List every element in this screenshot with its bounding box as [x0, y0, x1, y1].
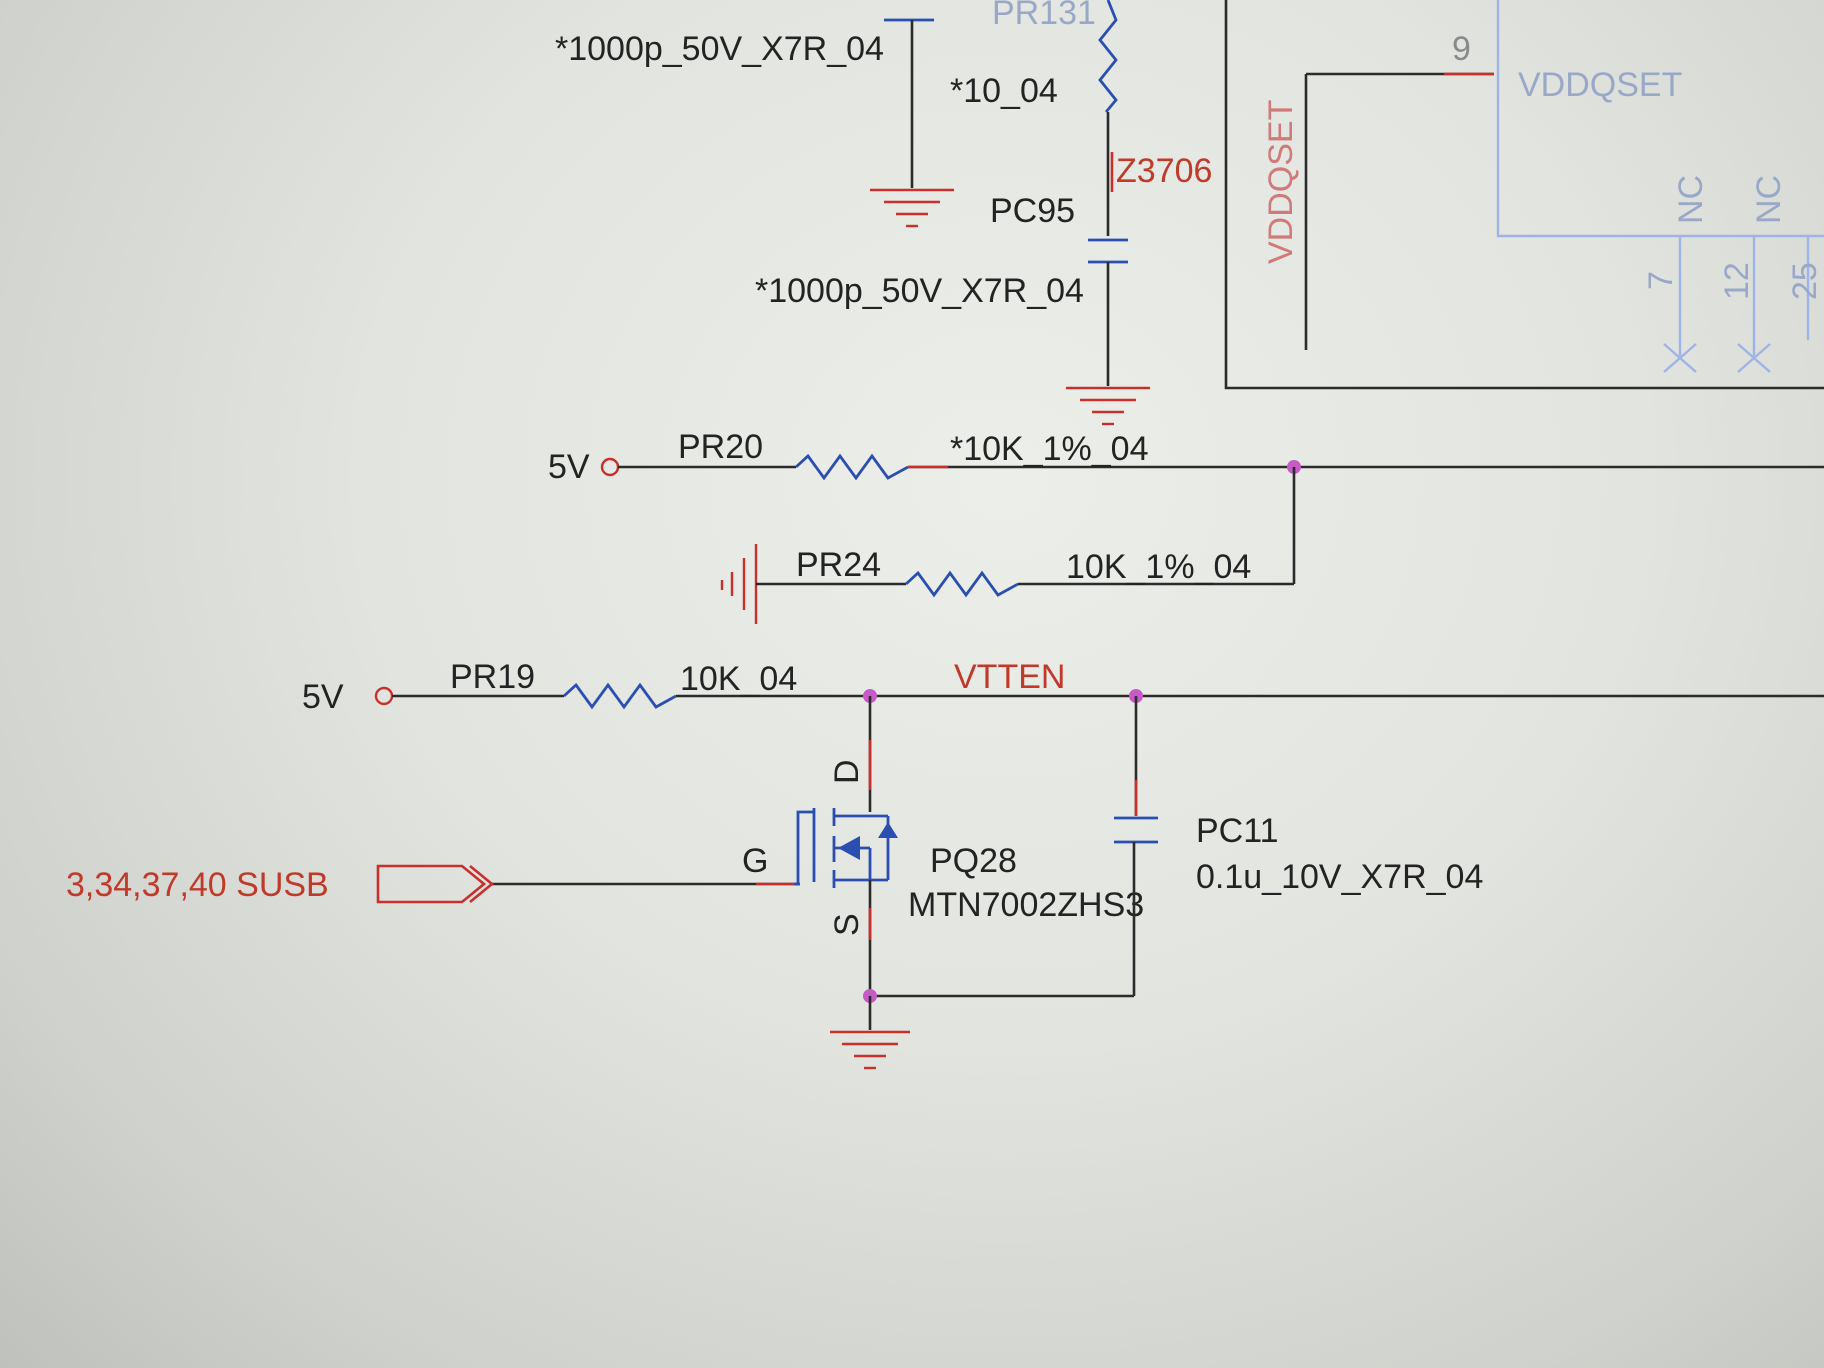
pr20-ref: PR20 — [678, 428, 763, 466]
top-capacitor: *1000p_50V_X7R_04 — [555, 18, 934, 188]
ic-pin-9: 9 — [1452, 30, 1471, 68]
pc11-value: 0.1u_10V_X7R_04 — [1196, 858, 1483, 896]
mosfet-pq28: D S G PQ28 MTN7002ZHS3 — [742, 696, 1144, 996]
net-label-z3706: Z3706 — [1116, 152, 1212, 190]
ground-symbol-top — [870, 188, 954, 228]
vcc-label-5v-a: 5V — [548, 448, 590, 486]
pc95-ref: PC95 — [990, 192, 1075, 230]
pq28-pin-g: G — [742, 842, 768, 880]
pc95-value: *1000p_50V_X7R_04 — [755, 272, 1084, 310]
ic-pin-25: 25 — [1786, 262, 1824, 300]
pc11-ref: PC11 — [1196, 812, 1279, 850]
pr131-value: *10_04 — [950, 72, 1058, 110]
ground-symbol-pr24 — [720, 544, 758, 624]
pr20-value: *10K_1%_04 — [950, 430, 1149, 468]
resistor-pr19: 5V PR19 10K_04 — [302, 658, 1824, 716]
capacitor-pc11: PC11 0.1u_10V_X7R_04 — [1114, 696, 1483, 996]
port-susb: 3,34,37,40 SUSB — [66, 864, 495, 904]
pq28-ref: PQ28 — [930, 842, 1017, 880]
resistor-pr20: 5V PR20 *10K_1%_04 — [548, 428, 1824, 486]
pq28-pin-d: D — [828, 759, 866, 784]
no-connect-icon — [1737, 343, 1771, 373]
ic-outline: 9 VDDQSET NC NC 7 12 25 — [1224, 0, 1824, 390]
ic-pin-7: 7 — [1642, 271, 1680, 290]
resistor-pr131: PR131 *10_04 — [950, 0, 1118, 236]
mosfet-arrow-icon — [838, 836, 860, 860]
ic-nc-2: NC — [1750, 175, 1788, 224]
pr19-value: 10K_04 — [680, 660, 797, 698]
vcc-label-5v-b: 5V — [302, 678, 344, 716]
ground-symbol-bottom — [830, 996, 910, 1070]
ic-pin-12: 12 — [1718, 262, 1756, 300]
ic-nc-1: NC — [1672, 175, 1710, 224]
port-susb-label: 3,34,37,40 SUSB — [66, 866, 329, 904]
pr19-ref: PR19 — [450, 658, 535, 696]
pr24-ref: PR24 — [796, 546, 881, 584]
pq28-pin-s: S — [828, 913, 866, 936]
ground-symbol-pc95 — [1066, 386, 1150, 426]
ic-pin9-name: VDDQSET — [1518, 66, 1682, 104]
top-capacitor-value: *1000p_50V_X7R_04 — [555, 30, 884, 68]
net-label-vddqset: VDDQSET — [1262, 100, 1300, 264]
capacitor-pc95: PC95 *1000p_50V_X7R_04 — [755, 192, 1128, 386]
net-label-vtten: VTTEN — [954, 658, 1065, 696]
resistor-pr24: PR24 10K_1%_04 — [720, 544, 1294, 624]
pr24-value: 10K_1%_04 — [1066, 548, 1251, 586]
pq28-value: MTN7002ZHS3 — [908, 886, 1144, 924]
no-connect-icon — [1663, 343, 1697, 373]
pr131-ref: PR131 — [992, 0, 1096, 32]
